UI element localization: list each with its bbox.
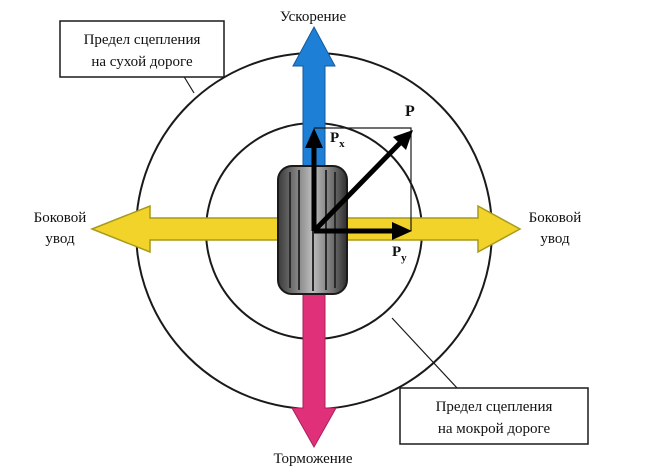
wet-road-callout: Предел сцепления на мокрой дороге — [391, 317, 589, 445]
wet-road-label-line2: на мокрой дороге — [438, 421, 551, 437]
left-lateral-label-line1: Боковой — [34, 210, 87, 226]
p-resultant-arrow — [312, 130, 413, 233]
right-lateral-label-line2: увод — [540, 231, 570, 247]
px-label: Px — [330, 130, 345, 150]
dry-road-label-line2: на сухой дороге — [91, 54, 193, 70]
p-label: P — [405, 103, 415, 120]
braking-label: Торможение — [274, 451, 353, 467]
force-parallelogram — [314, 127, 412, 231]
py-label: Py — [392, 244, 407, 264]
py-force-arrow — [314, 222, 412, 240]
right-lateral-label-line1: Боковой — [529, 210, 582, 226]
wet-road-label-line1: Предел сцепления — [436, 399, 553, 415]
acceleration-label: Ускорение — [280, 9, 347, 25]
dry-road-callout: Предел сцепления на сухой дороге — [59, 20, 225, 94]
dry-road-label-line1: Предел сцепления — [84, 32, 201, 48]
left-lateral-label-line2: увод — [45, 231, 75, 247]
px-force-arrow — [305, 128, 323, 231]
